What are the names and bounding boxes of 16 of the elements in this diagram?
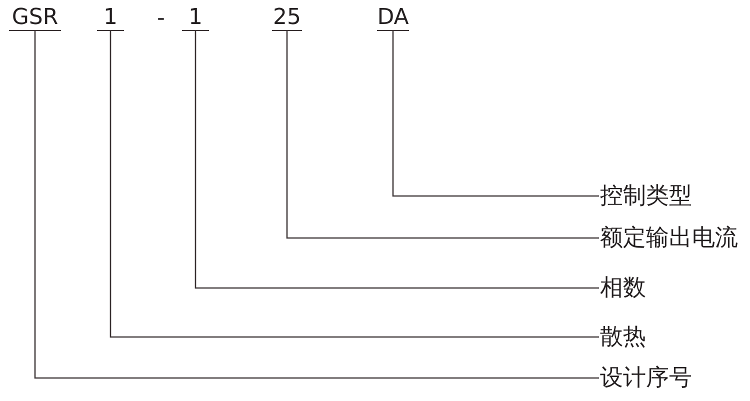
- leader-line: [34, 31, 599, 379]
- leader-line: [194, 31, 599, 289]
- description-label: 设计序号: [600, 364, 692, 392]
- model-code-segment: 1: [97, 6, 124, 31]
- leader-line: [286, 31, 599, 239]
- model-code-segment: DA: [377, 6, 409, 31]
- model-code-segment: GSR: [9, 6, 61, 31]
- separator-dash: -: [157, 7, 165, 31]
- description-label: 相数: [600, 274, 646, 302]
- description-label: 控制类型: [600, 182, 692, 210]
- model-code-segment: 1: [182, 6, 209, 31]
- description-label: 额定输出电流: [600, 224, 738, 252]
- model-code-segment: 25: [272, 6, 302, 31]
- leader-line: [392, 31, 599, 197]
- leader-line: [110, 31, 599, 338]
- description-label: 散热: [600, 323, 646, 351]
